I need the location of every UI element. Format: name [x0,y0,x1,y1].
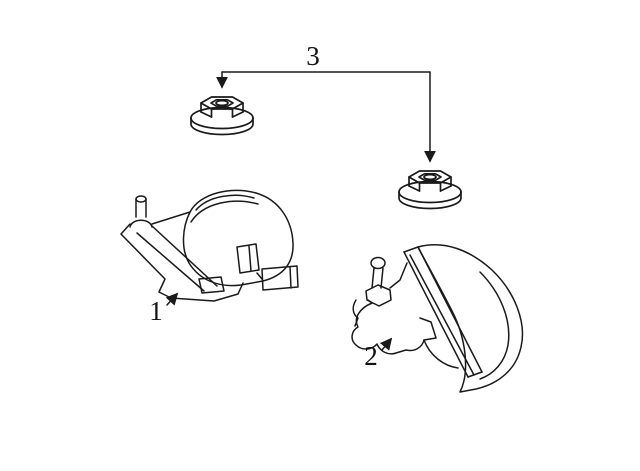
part-1-bracket-assembly [120,189,299,302]
part-2-bracket-assembly [351,244,524,393]
hex-flange-nut-right [398,170,462,210]
callout-2: 2 [364,337,393,371]
callout-3-label: 3 [306,41,320,71]
callout-1: 1 [149,292,179,326]
callout-3-leader [216,71,436,163]
part2-bolt-icon [370,256,386,270]
callout-2-label: 2 [364,341,378,371]
part1-stud-icon [135,195,147,203]
callout-1-label: 1 [149,296,163,326]
hex-flange-nut-left [190,96,254,136]
